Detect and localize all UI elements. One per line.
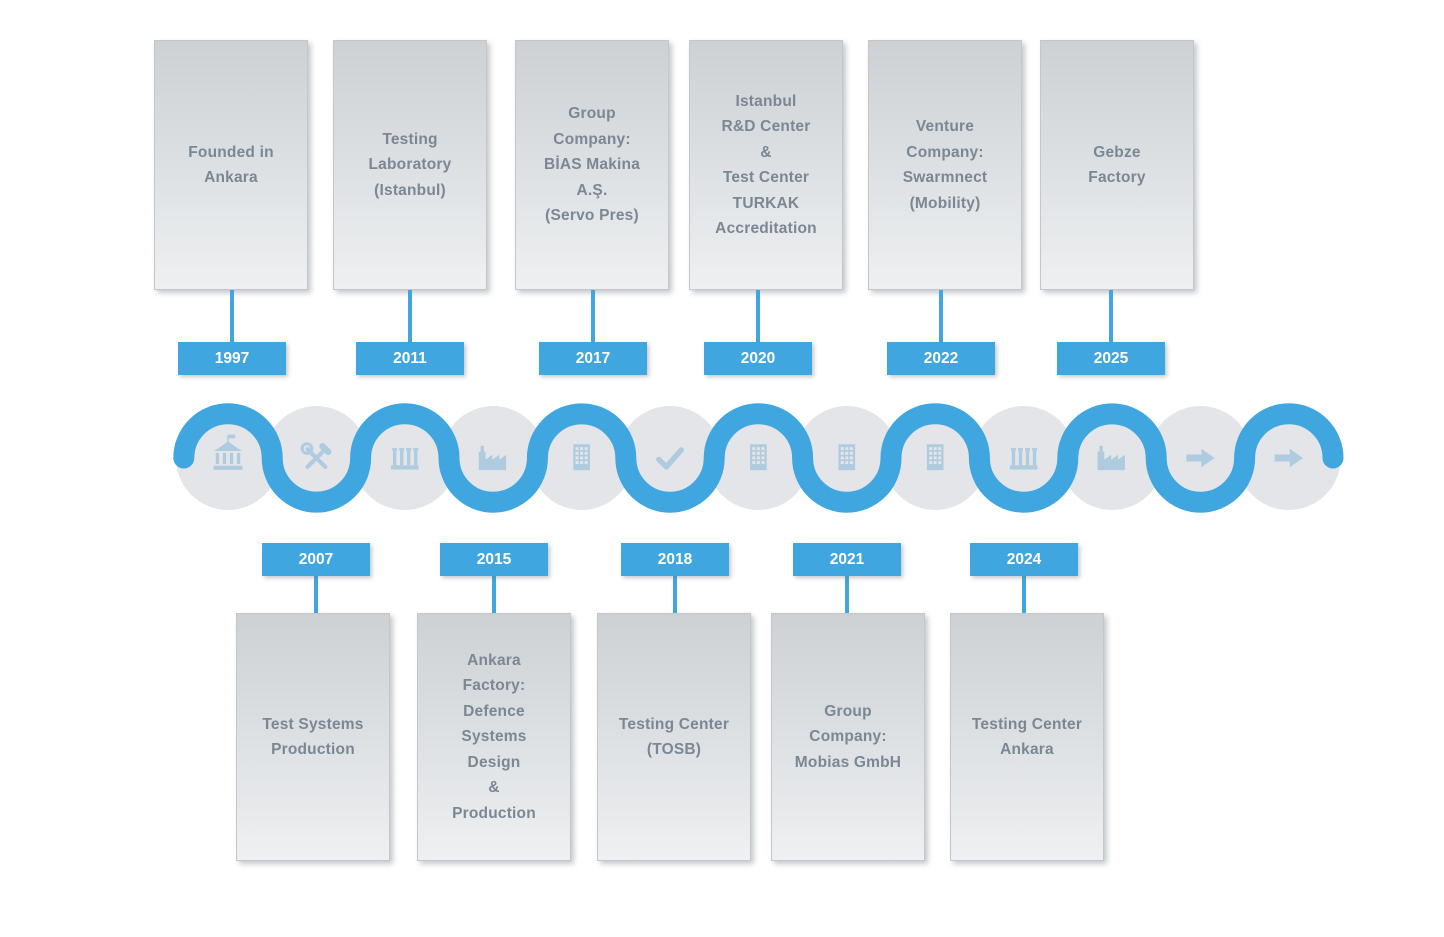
connector-line	[591, 290, 595, 342]
milestone-card: Ankara Factory: Defence Systems Design &…	[417, 613, 571, 861]
building-icon	[750, 444, 767, 471]
milestone-label: Testing Laboratory (Istanbul)	[368, 130, 452, 199]
milestone-label: Group Company: BİAS Makina A.Ş. (Servo P…	[543, 105, 641, 225]
building-icon	[573, 444, 590, 471]
milestone-card: Testing Center Ankara	[950, 613, 1104, 861]
year-badge: 2025	[1057, 342, 1165, 375]
milestone-label: Istanbul R&D Center & Test Center TURKAK…	[715, 92, 817, 238]
check-icon	[656, 447, 684, 470]
year-badge: 1997	[178, 342, 286, 375]
milestone-label: Testing Center (TOSB)	[618, 715, 730, 759]
year-badge: 2017	[539, 342, 647, 375]
test-rig-icon	[1009, 448, 1038, 470]
arrow-icon	[1186, 448, 1215, 468]
milestone-card: Founded in Ankara	[154, 40, 308, 290]
connector-line	[1022, 576, 1026, 613]
year-badge: 2015	[440, 543, 548, 576]
year-badge: 2011	[356, 342, 464, 375]
tools-icon	[300, 442, 332, 470]
milestone-card: Group Company: BİAS Makina A.Ş. (Servo P…	[515, 40, 669, 290]
milestone-card: Istanbul R&D Center & Test Center TURKAK…	[689, 40, 843, 290]
factory-icon	[1097, 445, 1125, 471]
connector-line	[314, 576, 318, 613]
year-badge: 2018	[621, 543, 729, 576]
milestone-card: Testing Laboratory (Istanbul)	[333, 40, 487, 290]
connector-line	[408, 290, 412, 342]
factory-icon	[478, 445, 507, 471]
milestone-label: Test Systems Production	[262, 715, 364, 759]
milestone-label: Venture Company: Swarmnect (Mobility)	[902, 118, 988, 212]
connector-line	[756, 290, 760, 342]
building-icon	[838, 444, 856, 471]
milestone-label: Testing Center Ankara	[971, 715, 1083, 759]
building-icon	[926, 444, 944, 471]
milestone-label: Ankara Factory: Defence Systems Design &…	[452, 651, 536, 822]
milestone-card: Venture Company: Swarmnect (Mobility)	[868, 40, 1022, 290]
connector-line	[673, 576, 677, 613]
milestone-card: Test Systems Production	[236, 613, 390, 861]
connector-line	[492, 576, 496, 613]
year-badge: 2021	[793, 543, 901, 576]
year-badge: 2020	[704, 342, 812, 375]
connector-line	[230, 290, 234, 342]
milestone-card: Group Company: Mobias GmbH	[771, 613, 925, 861]
bank-icon	[213, 434, 243, 470]
milestone-card: Testing Center (TOSB)	[597, 613, 751, 861]
milestone-card: Gebze Factory	[1040, 40, 1194, 290]
connector-line	[1109, 290, 1113, 342]
wave-path	[173, 403, 1344, 513]
test-rig-icon	[391, 448, 419, 470]
year-badge: 2007	[262, 543, 370, 576]
connector-line	[845, 576, 849, 613]
milestone-label: Gebze Factory	[1088, 143, 1146, 187]
year-badge: 2024	[970, 543, 1078, 576]
milestone-label: Founded in Ankara	[188, 143, 274, 187]
connector-line	[939, 290, 943, 342]
milestone-label: Group Company: Mobias GmbH	[794, 702, 902, 771]
year-badge: 2022	[887, 342, 995, 375]
arrow-icon	[1274, 448, 1303, 468]
